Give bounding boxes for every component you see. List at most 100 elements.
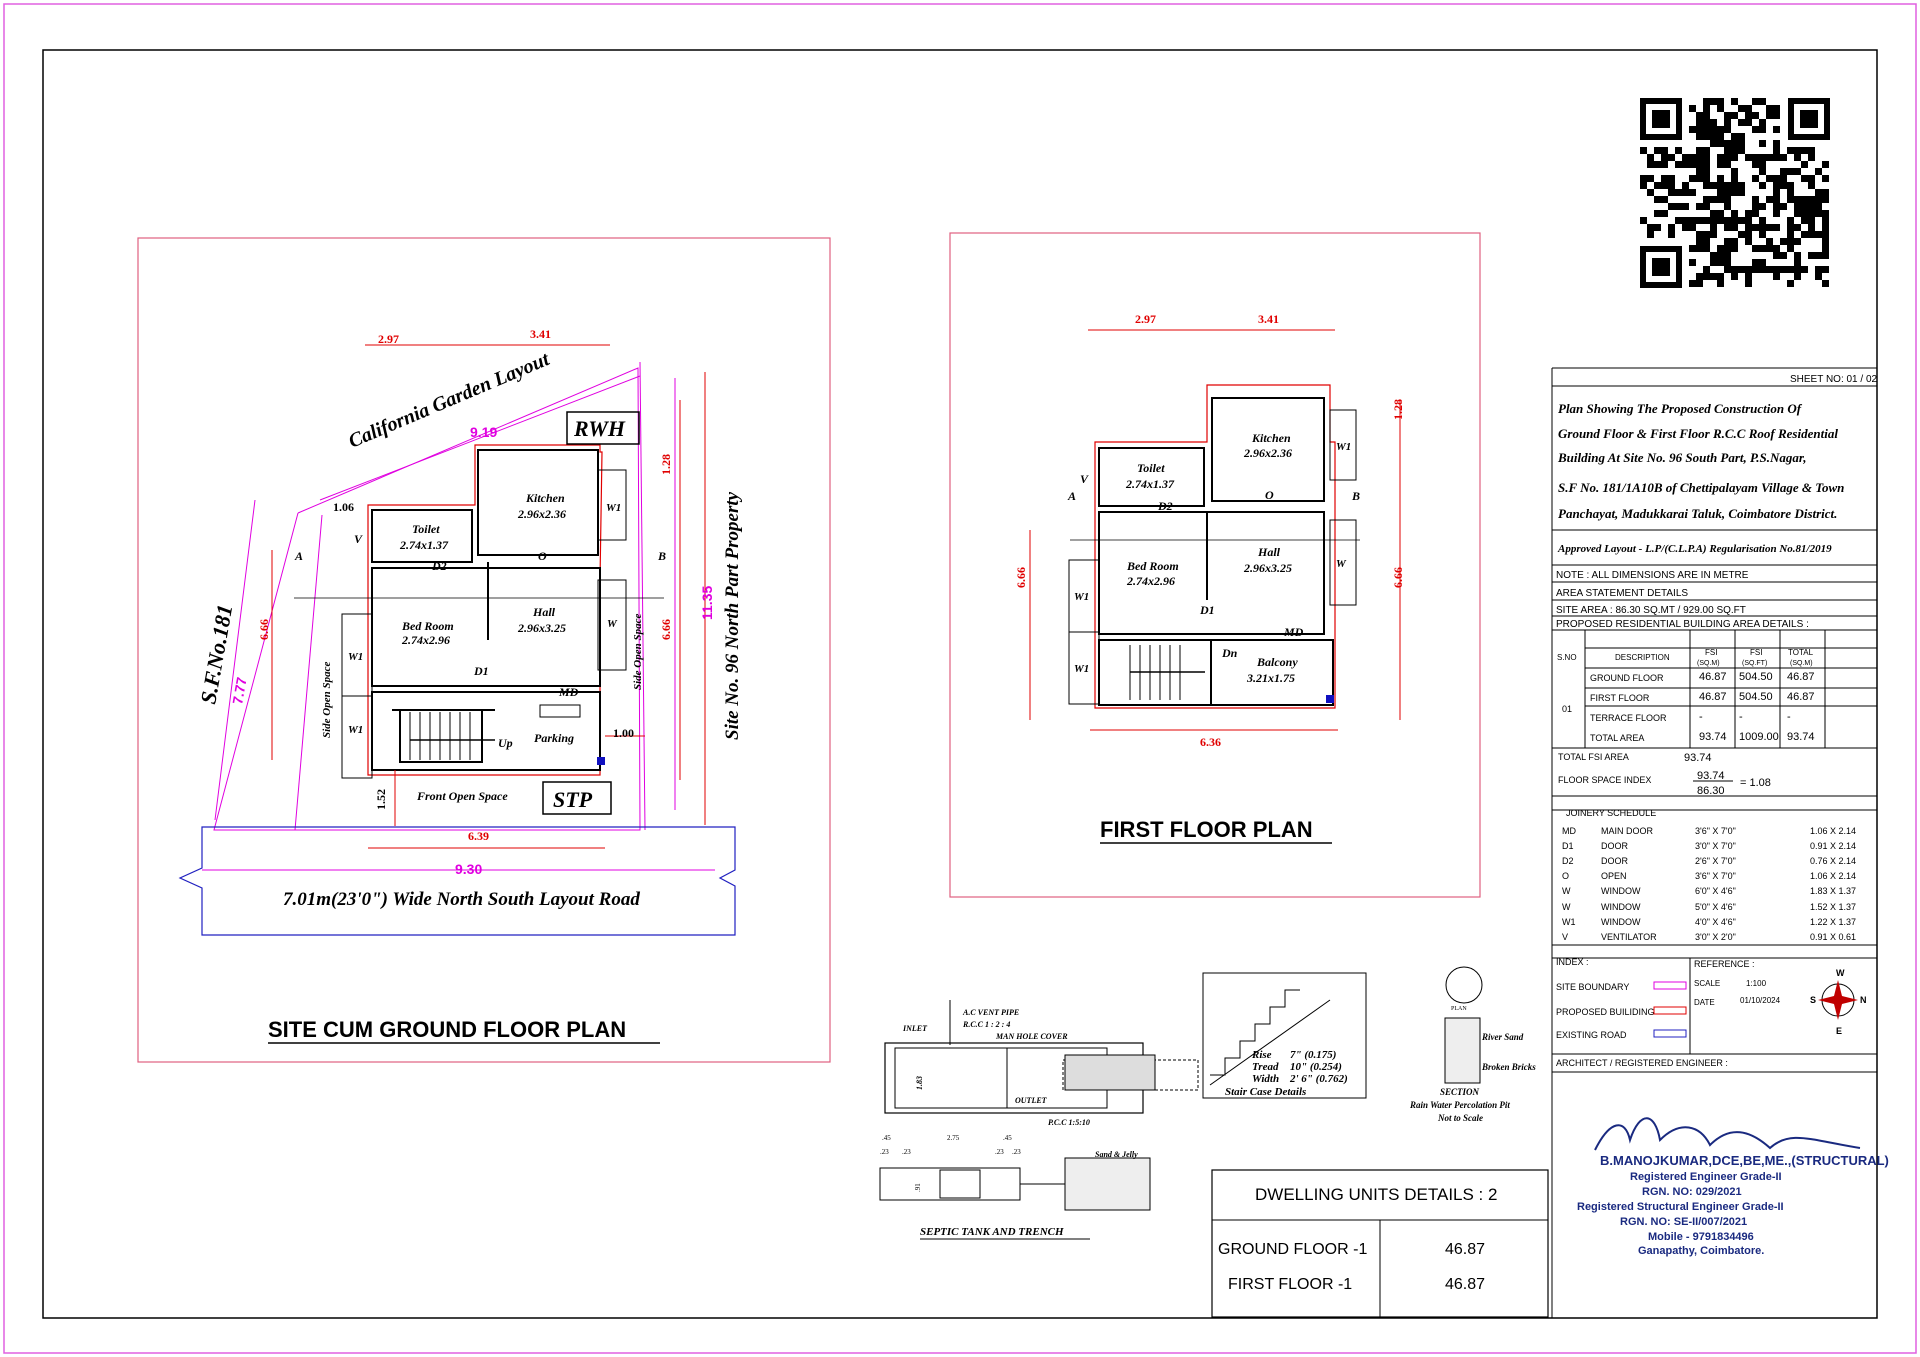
joinery-metric: 1.06 X 2.14 bbox=[1810, 871, 1856, 881]
ff-dim-left: 6.66 bbox=[1014, 567, 1028, 588]
first-floor-plan: 2.97 3.41 6.66 6.66 1.28 6.36 Toilet 2.7… bbox=[949, 232, 1481, 898]
stair-tread-v: 10" (0.254) bbox=[1290, 1061, 1342, 1073]
joinery-imperial: 3'0" X 7'0" bbox=[1695, 841, 1736, 851]
area-row-desc: TOTAL AREA bbox=[1590, 733, 1644, 743]
dim-front: 1.52 bbox=[374, 789, 388, 810]
gf-kitchen-dim: 2.96x2.36 bbox=[517, 507, 566, 521]
dim-right-top: 1.28 bbox=[659, 454, 673, 475]
inner-border bbox=[42, 49, 1878, 1319]
legend-road: EXISTING ROAD bbox=[1556, 1030, 1627, 1040]
septic-cover: MAN HOLE COVER bbox=[995, 1032, 1068, 1041]
joinery-code: V bbox=[1562, 932, 1568, 942]
parking-label: Parking bbox=[534, 731, 574, 745]
dim-right: 11.35 bbox=[699, 586, 715, 620]
area-row-fsi-f: - bbox=[1739, 711, 1743, 723]
perc-broken-bricks: Broken Bricks bbox=[1481, 1062, 1536, 1072]
joinery-imperial: 6'0" X 4'6" bbox=[1695, 886, 1736, 896]
signature bbox=[1594, 1117, 1861, 1151]
dim-side-right: 1.00 bbox=[613, 726, 634, 740]
joinery-name: OPEN bbox=[1601, 871, 1627, 881]
area-row-total: 46.87 bbox=[1787, 691, 1815, 703]
fsi-num: 93.74 bbox=[1697, 770, 1725, 782]
joinery-name: WINDOW bbox=[1601, 917, 1641, 927]
stair-width-v: 2' 6" (0.762) bbox=[1289, 1073, 1348, 1085]
ff-balcony: Balcony bbox=[1256, 655, 1298, 669]
septic-d045a: .45 bbox=[882, 1134, 891, 1142]
joinery-code: O bbox=[1562, 871, 1569, 881]
ff-dim-top-right: 3.41 bbox=[1258, 312, 1279, 326]
joinery-imperial: 3'6" X 7'0" bbox=[1695, 826, 1736, 836]
stamp-line-2: Registered Engineer Grade-II bbox=[1630, 1171, 1782, 1183]
architect-label: ARCHITECT / REGISTERED ENGINEER : bbox=[1556, 1058, 1728, 1068]
title-block: SHEET NO: 01 / 02 Plan Showing The Propo… bbox=[1551, 367, 1889, 1318]
joinery-name: VENTILATOR bbox=[1601, 932, 1657, 942]
dim-bottom-inner: 6.39 bbox=[468, 829, 489, 843]
septic-depth: 1.83 bbox=[915, 1076, 924, 1090]
joinery-name: DOOR bbox=[1601, 856, 1629, 866]
legend-road-swatch bbox=[1653, 1029, 1687, 1038]
ff-bedroom: Bed Room bbox=[1126, 559, 1179, 573]
ff-tag-w1b: W1 bbox=[1074, 663, 1089, 675]
dim-inner-left: 6.66 bbox=[257, 619, 271, 640]
joinery-name: DOOR bbox=[1601, 841, 1629, 851]
stamp-line-5: RGN. NO: SE-II/007/2021 bbox=[1620, 1216, 1747, 1228]
desc-line-4: S.F No. 181/1A10B of Chettipalayam Villa… bbox=[1558, 480, 1844, 495]
joinery-imperial: 4'0" X 4'6" bbox=[1695, 917, 1736, 927]
rwh-box bbox=[566, 411, 640, 445]
area-statement: AREA STATEMENT DETAILS bbox=[1556, 588, 1688, 599]
dim-left: 7.77 bbox=[229, 676, 250, 706]
ff-tag-w: W bbox=[1336, 558, 1347, 570]
ff-hall-dim: 2.96x3.25 bbox=[1243, 561, 1292, 575]
ff-tag-d2: D2 bbox=[1157, 499, 1173, 513]
ff-tag-b: B bbox=[1351, 489, 1360, 503]
area-row-fsi-f: 1009.00 bbox=[1739, 731, 1779, 743]
ff-tag-w1a: W1 bbox=[1074, 591, 1089, 603]
dim-diag: 9.19 bbox=[470, 424, 497, 440]
ff-balcony-dim: 3.21x1.75 bbox=[1246, 671, 1295, 685]
side-space-left: Side Open Space bbox=[321, 662, 333, 739]
hdr-total1: TOTAL bbox=[1788, 648, 1814, 657]
ff-toilet-dim: 2.74x1.37 bbox=[1125, 477, 1175, 491]
desc-line-3: Building At Site No. 96 South Part, P.S.… bbox=[1557, 450, 1807, 465]
desc-line-5: Panchayat, Madukkarai Taluk, Coimbatore … bbox=[1558, 506, 1837, 521]
row-sno: 01 bbox=[1562, 704, 1572, 714]
sheet-no: SHEET NO: 01 / 02 bbox=[1790, 374, 1878, 385]
septic-d275: 2.75 bbox=[947, 1134, 960, 1142]
stair-tread: Tread bbox=[1252, 1061, 1279, 1073]
joinery-metric: 0.91 X 2.14 bbox=[1810, 841, 1856, 851]
hdr-desc: DESCRIPTION bbox=[1615, 653, 1670, 662]
septic-d091: .91 bbox=[914, 1183, 922, 1192]
first-outline bbox=[1094, 384, 1336, 709]
date-value: 01/10/2024 bbox=[1740, 996, 1781, 1005]
side-space-right: Side Open Space bbox=[632, 614, 644, 691]
joinery-metric: 0.91 X 0.61 bbox=[1810, 932, 1856, 942]
septic-d023b: .23 bbox=[902, 1148, 911, 1156]
legend-proposed: PROPOSED BUILIDING bbox=[1556, 1007, 1655, 1017]
ff-tag-d1: D1 bbox=[1199, 603, 1215, 617]
legend-site-swatch bbox=[1653, 981, 1687, 990]
septic-d045b: .45 bbox=[1003, 1134, 1012, 1142]
road-label: 7.01m(23'0") Wide North South Layout Roa… bbox=[283, 889, 640, 910]
perc-note: Not to Scale bbox=[1437, 1113, 1483, 1123]
hdr-fsi-m1: FSI bbox=[1705, 648, 1717, 657]
ff-hall: Hall bbox=[1257, 545, 1281, 559]
area-row-desc: TERRACE FLOOR bbox=[1590, 713, 1667, 723]
section-a: A bbox=[294, 549, 303, 563]
ground-floor-plan: 9.19 bbox=[137, 237, 831, 1063]
ff-tag-a: A bbox=[1067, 489, 1076, 503]
joinery-code: W bbox=[1562, 902, 1571, 912]
index-label: INDEX : bbox=[1556, 957, 1589, 967]
joinery-name: WINDOW bbox=[1601, 886, 1641, 896]
stair-width: Width bbox=[1252, 1073, 1279, 1085]
ground-title: SITE CUM GROUND FLOOR PLAN bbox=[268, 1017, 626, 1042]
hdr-fsi-m2: (SQ.M) bbox=[1697, 660, 1720, 667]
ff-dim-right: 6.66 bbox=[1391, 567, 1405, 588]
desc-line-2: Ground Floor & First Floor R.C.C Roof Re… bbox=[1558, 426, 1838, 441]
septic-rcc: R.C.C 1 : 2 : 4 bbox=[962, 1020, 1010, 1029]
outer-border bbox=[3, 3, 1917, 1354]
septic-inlet: INLET bbox=[902, 1024, 928, 1033]
septic-sand: Sand & Jelly bbox=[1095, 1150, 1138, 1159]
septic-outlet: OUTLET bbox=[1015, 1096, 1048, 1105]
gf-tag-v: V bbox=[354, 532, 363, 546]
gf-kitchen: Kitchen bbox=[525, 491, 565, 505]
